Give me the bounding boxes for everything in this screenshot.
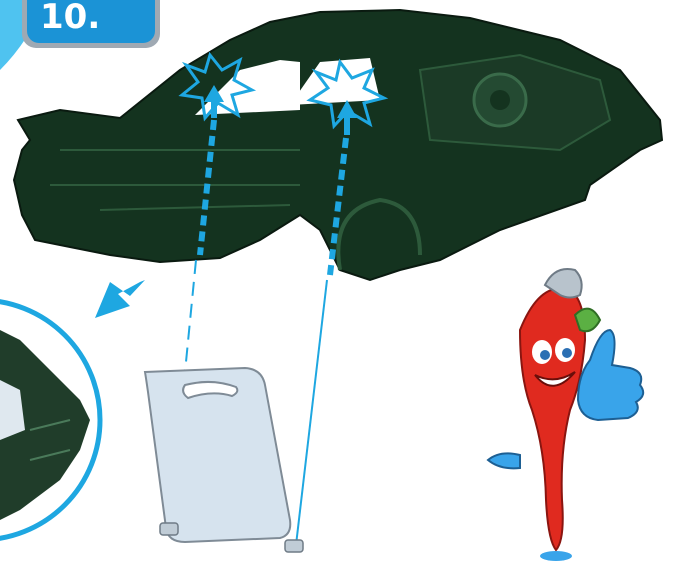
car-body	[14, 10, 662, 280]
arrow-down-left-icon	[95, 280, 145, 318]
thumbs-up-hand	[578, 330, 643, 420]
chili-mascot	[488, 269, 643, 561]
window-panel-part	[145, 368, 303, 552]
waving-hand	[488, 453, 520, 468]
step-number: 10.	[40, 0, 100, 37]
guide-line	[296, 280, 327, 545]
detail-zoom-circle	[0, 300, 100, 540]
step-badge: 10.	[0, 0, 160, 70]
mascot-foot	[540, 551, 572, 561]
